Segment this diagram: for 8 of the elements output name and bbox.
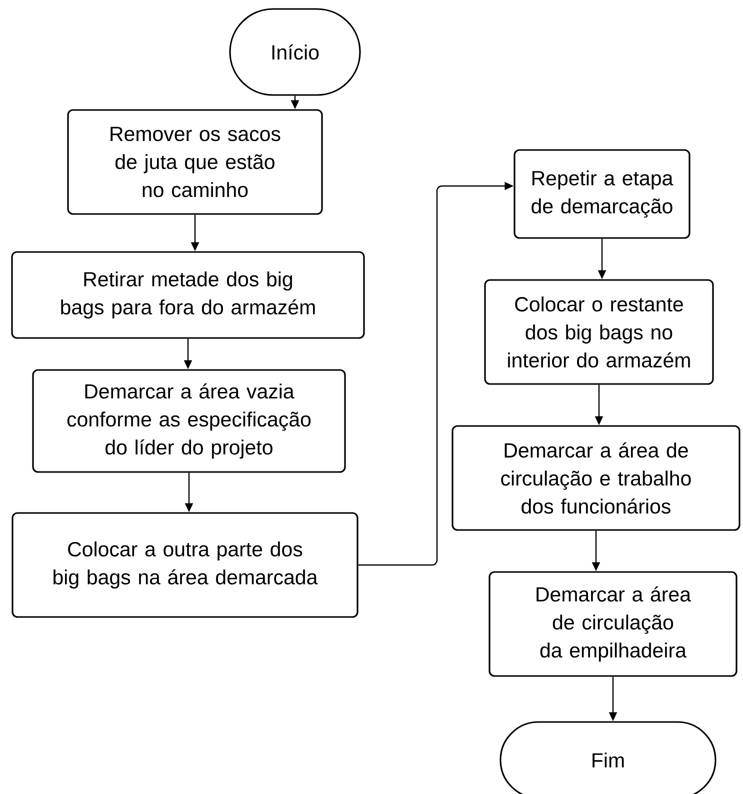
process-box: Retirar metade dos big bags para fora do armazém [11, 251, 365, 339]
process-box: Demarcar a área vazia conforme as especificação do líder do projeto [32, 369, 346, 473]
process-box: Colocar o restante dos big bags no interior do armazém [484, 279, 714, 385]
process-box: Demarcar a área de circulação e trabalho dos funcionários [452, 425, 740, 531]
process-box: Repetir a etapa de demarcação [514, 149, 690, 239]
process-box: Remover os sacos de juta que estão no caminho [67, 109, 323, 215]
process-box: Colocar a outra parte dos big bags na área demarcada [12, 512, 358, 618]
process-box: Demarcar a área de circulação da empilhadeira [488, 571, 738, 677]
